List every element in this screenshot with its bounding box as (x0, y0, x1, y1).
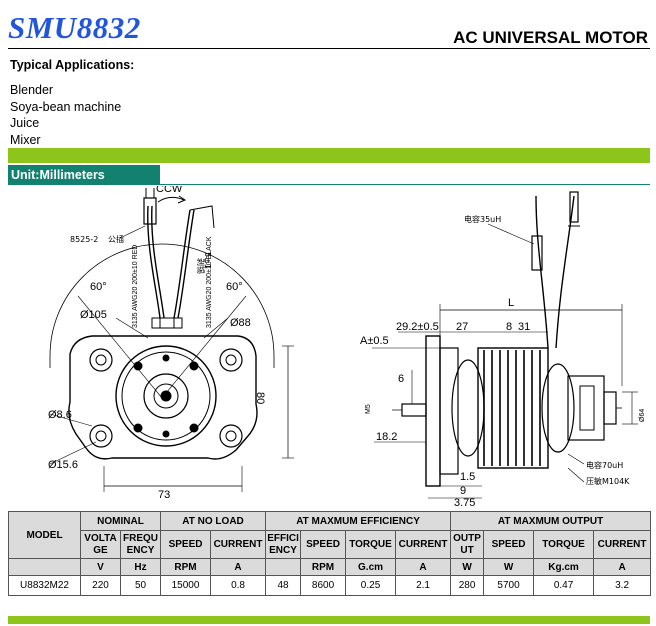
application-item: Blender (10, 83, 54, 97)
cell-me-current: 2.1 (395, 575, 452, 596)
diameter-15-6-label: Ø15.6 (48, 459, 78, 471)
diameter-8-6-label: Ø8.6 (48, 409, 72, 421)
unit-mo-torque: Kg.cm (533, 558, 595, 576)
lead-cn-label: 剥锡 (196, 258, 205, 274)
col-voltage: VOLTAGE (80, 530, 121, 559)
col-me-current: CURRENT (395, 530, 452, 559)
cell-me-speed: 8600 (300, 575, 347, 596)
group-max-efficiency: AT MAXMUM EFFICIENCY (265, 511, 452, 531)
wire-right-label: 3135 AWG20 200±10 BLACK (206, 236, 213, 328)
angle-left-label: 60° (90, 281, 107, 293)
capacitor-top-label: 电容35uH (464, 214, 501, 224)
group-max-output: AT MAXMUM OUTPUT (450, 511, 652, 531)
col-mo-speed: SPEED (483, 530, 535, 559)
unit-banner-line (160, 184, 650, 185)
unit-voltage: V (80, 558, 121, 576)
dim-6-label: 6 (398, 373, 404, 385)
capacitor-bottom-label: 电容70uH (586, 460, 623, 470)
diameter-105-label: Ø105 (80, 309, 107, 321)
cell-mo-speed: 5700 (483, 575, 535, 596)
unit-banner: Unit:Millimeters (8, 165, 160, 185)
wire-left-label: 3135 AWG20 200±10 RED (132, 245, 139, 328)
cell-efficiency: 48 (265, 575, 302, 596)
section-divider (8, 148, 650, 163)
cell-nl-speed: 15000 (160, 575, 212, 596)
col-mo-torque: TORQUE (533, 530, 595, 559)
a-tolerance-label: A±0.5 (360, 335, 389, 347)
unit-mo-current: A (593, 558, 652, 576)
dim-29-2-label: 29.2±0.5 (396, 321, 439, 333)
unit-me-current: A (395, 558, 452, 576)
dim-18-2-label: 18.2 (376, 431, 397, 443)
cell-frequency: 50 (119, 575, 162, 596)
varistor-label: 压敏M104K (586, 476, 630, 486)
col-frequency: FREQUENCY (119, 530, 162, 559)
unit-nl-speed: RPM (160, 558, 212, 576)
height-80-label: 80 (254, 392, 266, 404)
diameter-88-label: Ø88 (230, 317, 251, 329)
col-me-speed: SPEED (300, 530, 347, 559)
thread-m5-label: M5 (365, 404, 372, 414)
group-nominal: NOMINAL (79, 511, 162, 531)
unit-model (8, 558, 81, 576)
width-73-label: 73 (158, 489, 170, 501)
model-title: SMU8832 (8, 10, 141, 45)
table-row: U8832M22 220 50 15000 0.8 48 8600 0.25 2… (8, 575, 652, 596)
overall-length-label: L (508, 297, 514, 309)
applications-list: Blender Soya-bean machine Juice Mixer (10, 82, 121, 148)
application-item: Mixer (10, 132, 41, 147)
unit-me-speed: RPM (300, 558, 347, 576)
applications-heading: Typical Applications: (10, 58, 135, 72)
cell-mo-current: 3.2 (593, 575, 652, 596)
col-output: OUTPUT (450, 530, 485, 559)
col-nl-current: CURRENT (210, 530, 267, 559)
dim-31-label: 31 (518, 321, 530, 333)
ccw-label: CCW (156, 186, 183, 195)
dim-1-5-label: 1.5 (460, 471, 475, 483)
col-efficiency: EFFICIENCY (265, 530, 302, 559)
unit-output: W (450, 558, 485, 576)
cell-nl-current: 0.8 (210, 575, 267, 596)
col-mo-current: CURRENT (593, 530, 652, 559)
col-model: MODEL (8, 511, 81, 559)
connector-cn-label: 公插 (108, 234, 124, 244)
spec-table: MODEL NOMINAL AT NO LOAD AT MAXMUM EFFIC… (8, 511, 652, 596)
application-item: Juice (10, 116, 40, 131)
unit-nl-current: A (210, 558, 267, 576)
unit-efficiency (265, 558, 302, 576)
cell-mo-torque: 0.47 (533, 575, 595, 596)
unit-mo-speed: W (483, 558, 535, 576)
dim-27-label: 27 (456, 321, 468, 333)
diameter-64-label: Ø64 (639, 409, 646, 422)
dim-8-label: 8 (506, 321, 512, 333)
col-me-torque: TORQUE (345, 530, 397, 559)
application-item: Soya-bean machine (10, 99, 122, 114)
unit-me-torque: G.cm (345, 558, 397, 576)
side-view (372, 191, 638, 499)
dim-9-label: 9 (460, 485, 466, 497)
cell-model: U8832M22 (8, 575, 81, 596)
cell-voltage: 220 (80, 575, 121, 596)
group-no-load: AT NO LOAD (160, 511, 267, 531)
unit-frequency: Hz (119, 558, 162, 576)
cell-me-torque: 0.25 (345, 575, 397, 596)
connector-label: 8525-2 (70, 235, 98, 244)
footer-divider (8, 616, 650, 624)
angle-right-label: 60° (226, 281, 243, 293)
title-rule (8, 48, 650, 49)
front-view (49, 188, 294, 492)
motor-drawing: CCW 8525-2 公插 3135 AWG20 200±10 RED 3135… (48, 186, 646, 508)
col-nl-speed: SPEED (160, 530, 212, 559)
lead-length-label: 5±1 (203, 252, 212, 269)
dim-3-75-label: 3.75 (454, 497, 475, 508)
document-type: AC UNIVERSAL MOTOR (453, 28, 648, 47)
cell-output: 280 (450, 575, 485, 596)
